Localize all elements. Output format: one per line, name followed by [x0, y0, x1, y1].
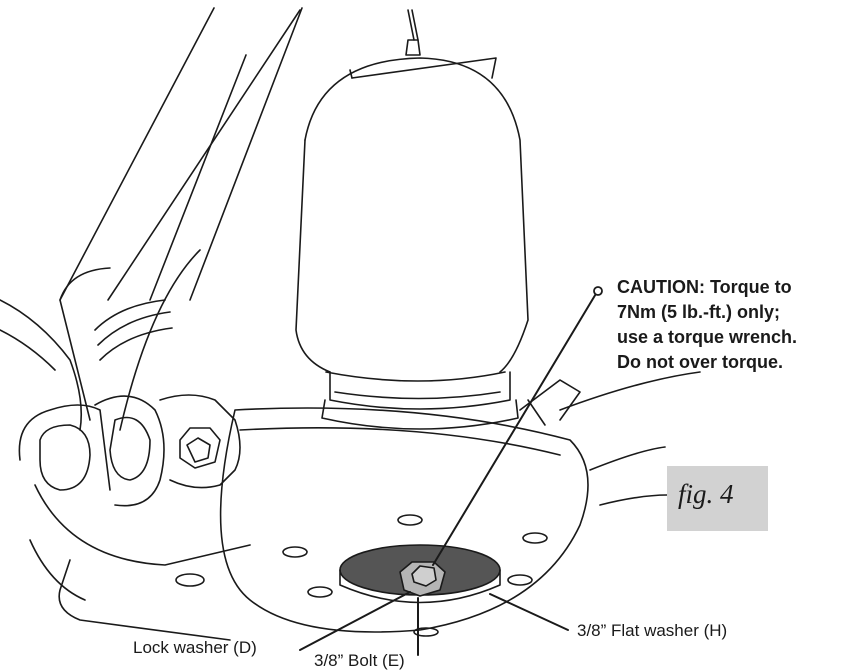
left-mount	[18, 394, 251, 641]
base-plate	[175, 407, 589, 637]
caution-line-4: Do not over torque.	[617, 352, 783, 372]
left-arm	[0, 299, 83, 431]
figure-label: fig. 4	[678, 479, 734, 509]
right-bracket	[519, 371, 701, 506]
flat-washer-label: 3/8” Flat washer (H)	[577, 621, 728, 640]
figure-tag: fig. 4	[667, 466, 768, 531]
bolt-label: 3/8” Bolt (E)	[314, 651, 405, 670]
leader-lines	[299, 291, 598, 656]
caution-line-3: use a torque wrench.	[617, 327, 798, 347]
cylinder-arm	[59, 249, 201, 431]
caution-line-2: 7Nm (5 lb.-ft.) only;	[617, 302, 780, 322]
air-bag	[295, 57, 529, 430]
lock-washer-label: Lock washer (D)	[133, 638, 257, 657]
caution-line-1: CAUTION: Torque to	[617, 277, 792, 297]
caution-note: CAUTION: Torque to 7Nm (5 lb.-ft.) only;…	[617, 275, 797, 375]
frame-tubes	[59, 7, 421, 301]
caution-leader-dot	[593, 286, 603, 296]
bolt-head	[399, 561, 446, 597]
